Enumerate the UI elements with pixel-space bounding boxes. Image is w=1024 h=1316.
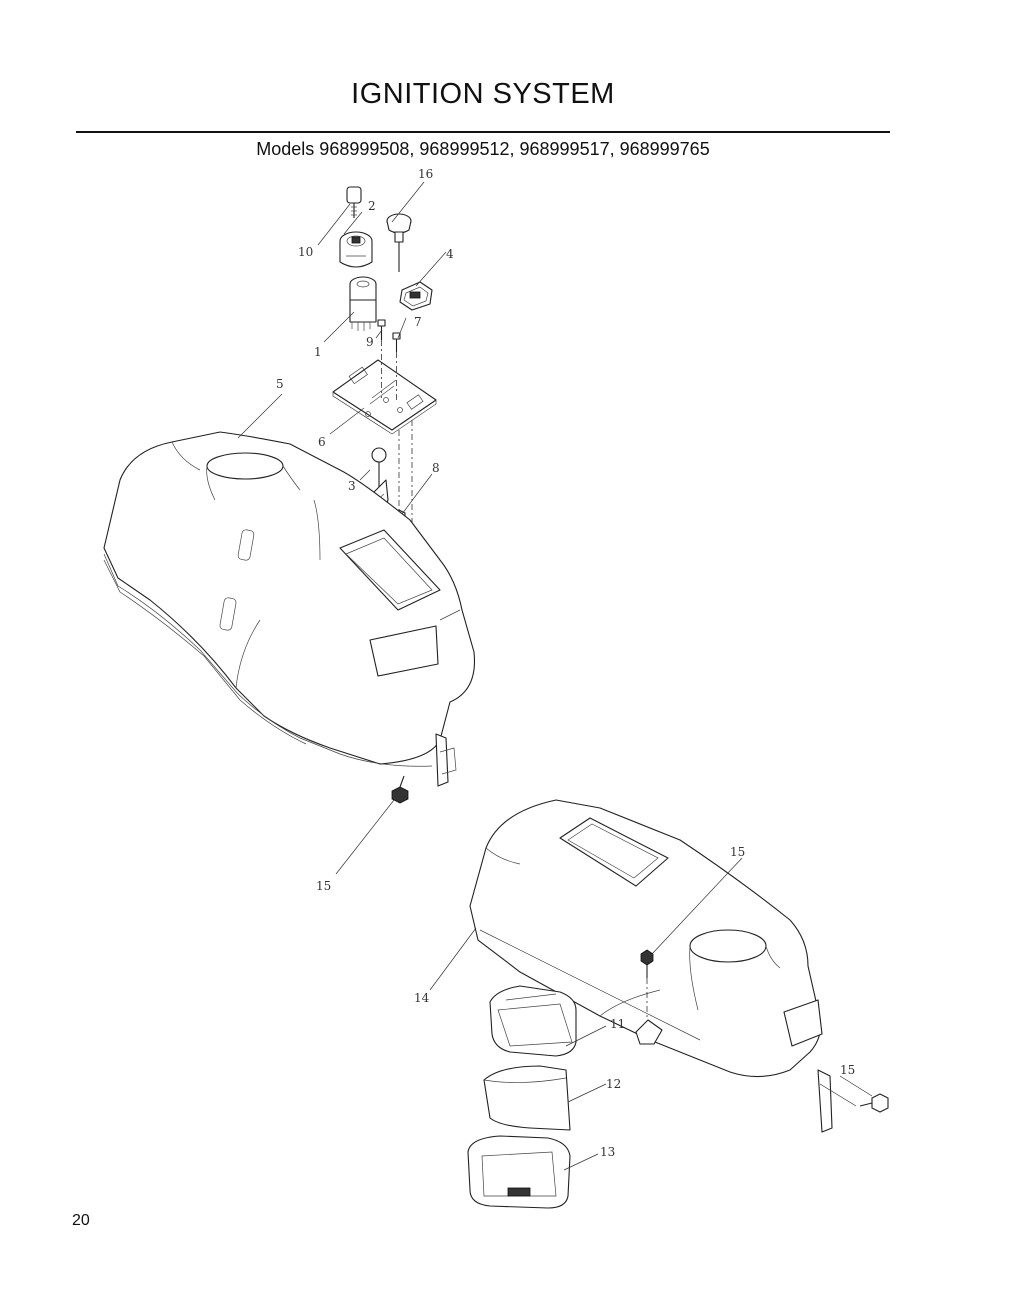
part-4-switch xyxy=(399,281,433,311)
leader-lines xyxy=(237,181,873,1171)
callout-5: 5 xyxy=(276,377,284,391)
callout-15-middle: 15 xyxy=(730,845,745,859)
callout-14: 14 xyxy=(414,991,430,1005)
callout-12: 12 xyxy=(606,1077,621,1091)
title-divider xyxy=(76,131,890,133)
part-7-screw xyxy=(392,332,401,352)
part-10-key xyxy=(346,186,362,218)
part-14-right-console xyxy=(469,799,833,1133)
part-6-mounting-plate xyxy=(332,359,437,435)
callout-16: 16 xyxy=(418,167,433,181)
callout-9: 9 xyxy=(366,335,374,349)
part-1-switch-module xyxy=(349,276,377,331)
part-16-knob xyxy=(386,213,412,272)
callout-8: 8 xyxy=(432,461,440,475)
callout-4: 4 xyxy=(446,247,454,261)
callout-3: 3 xyxy=(348,479,356,493)
page-title: IGNITION SYSTEM xyxy=(351,78,615,110)
callout-2: 2 xyxy=(368,199,376,213)
part-9-screw xyxy=(377,319,386,340)
callout-15-left: 15 xyxy=(316,879,331,893)
part-15-bolt-middle xyxy=(640,949,654,1020)
part-15-bolt-left xyxy=(391,775,409,804)
part-12-cover xyxy=(483,1065,571,1131)
part-13-gasket xyxy=(467,1135,571,1209)
part-11-bezel xyxy=(489,985,577,1057)
callout-15-right: 15 xyxy=(840,1063,855,1077)
callout-7: 7 xyxy=(414,315,422,329)
models-subtitle: Models 968999508, 968999512, 968999517, … xyxy=(256,139,710,159)
part-2-ignition-switch xyxy=(339,231,373,268)
part-5-left-console xyxy=(103,431,476,787)
callout-13: 13 xyxy=(600,1145,615,1159)
callout-6: 6 xyxy=(318,435,326,449)
page-number: 20 xyxy=(72,1212,90,1229)
callout-10: 10 xyxy=(298,245,313,259)
callout-11: 11 xyxy=(610,1017,625,1031)
callout-1: 1 xyxy=(314,345,322,359)
part-15-bolt-right xyxy=(859,1093,889,1113)
